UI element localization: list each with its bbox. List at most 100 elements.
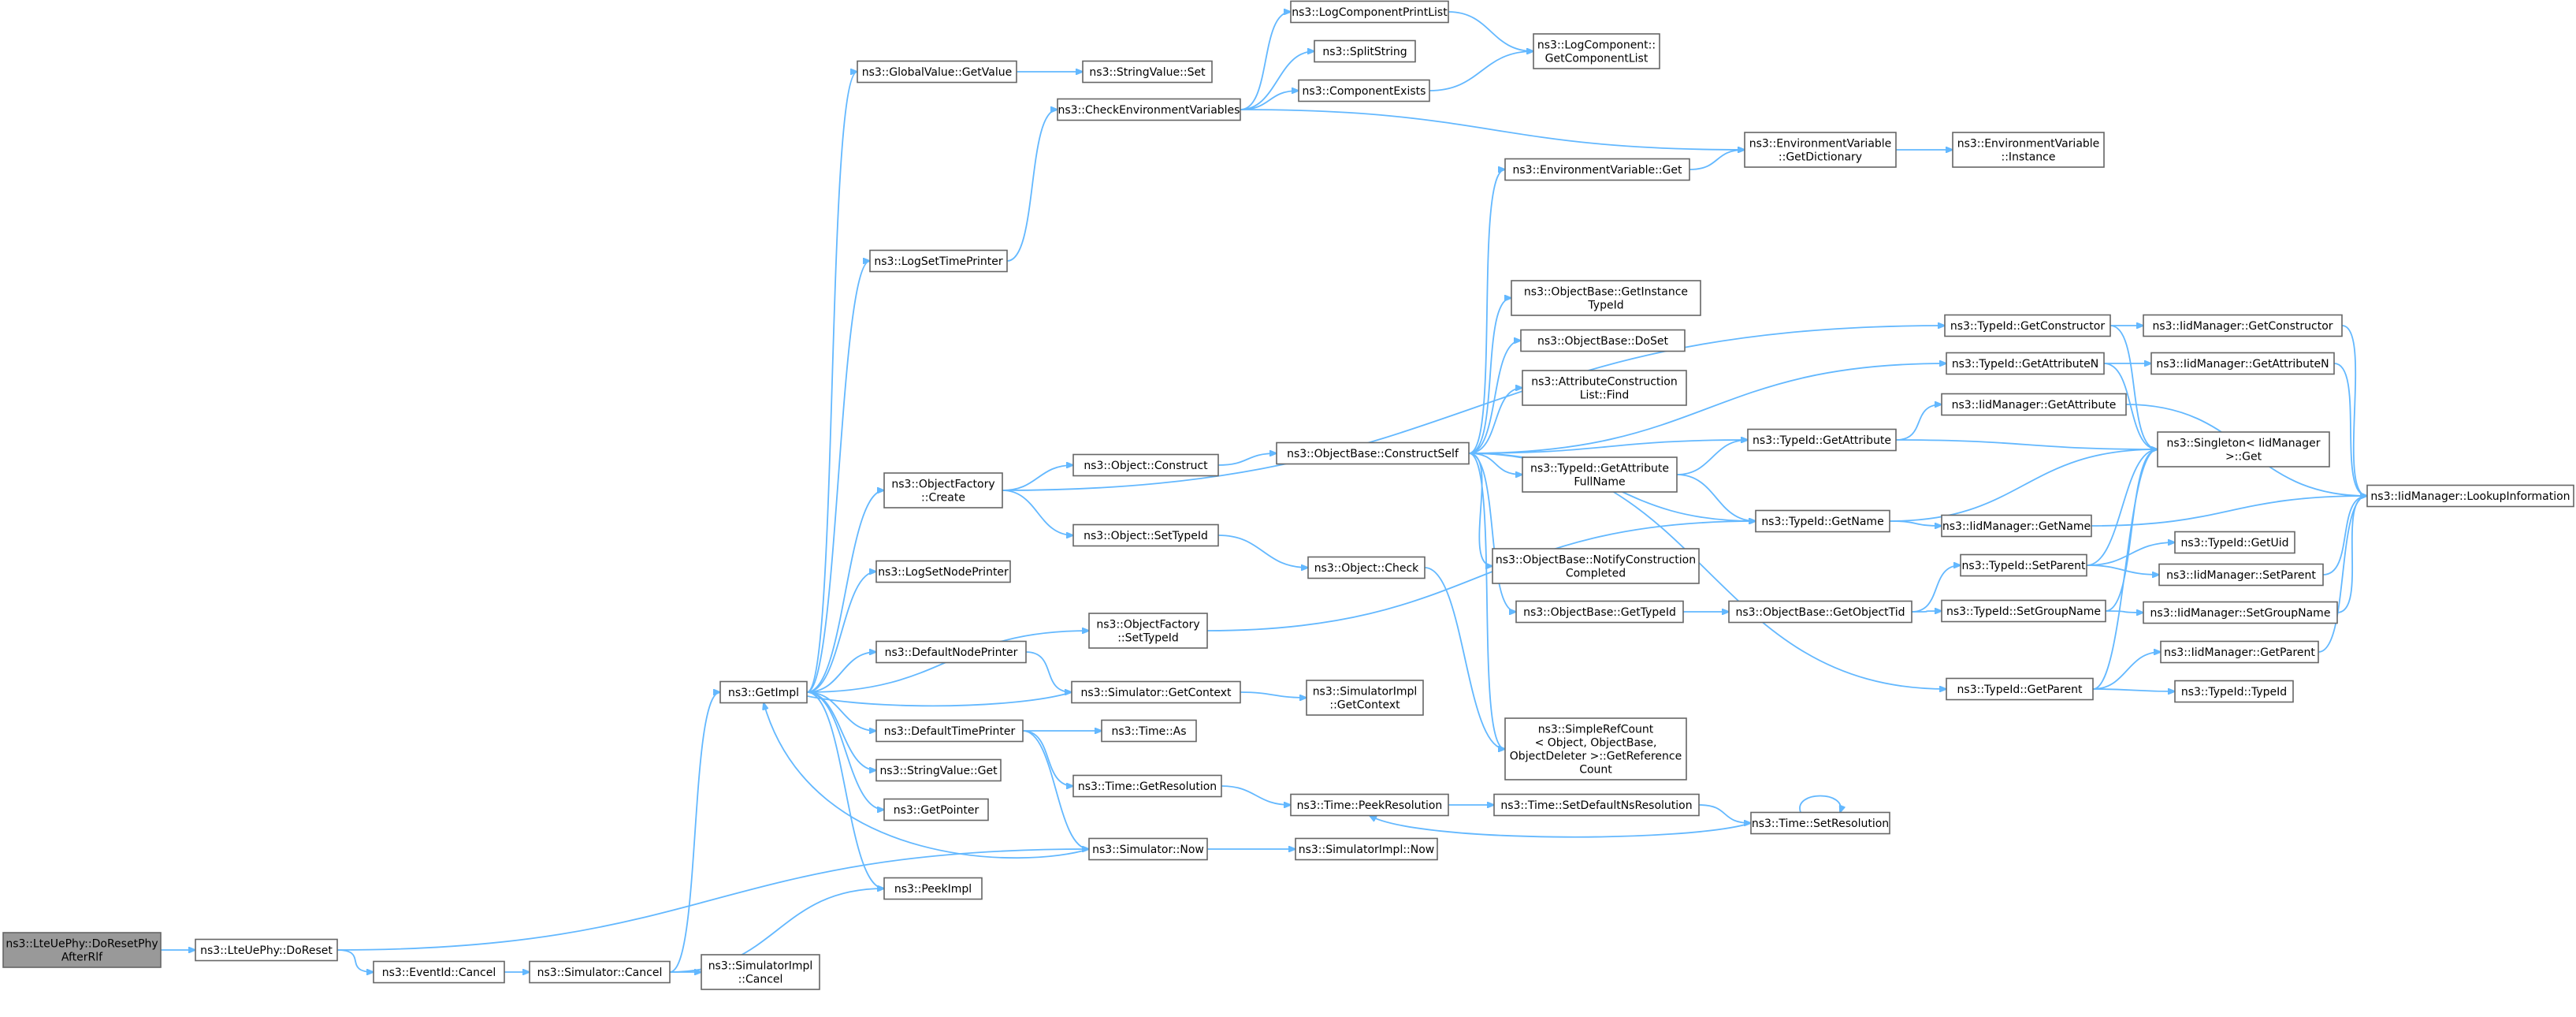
node-label: ns3::IidManager::GetName [1942,520,2091,533]
node-label: ns3::LogSetTimePrinter [874,255,1003,268]
node-label: ns3::SimpleRefCount [1538,723,1654,736]
node-obgettypeid[interactable]: ns3::ObjectBase::GetTypeId [1515,600,1684,624]
node-stringvalueset[interactable]: ns3::StringValue::Set [1082,60,1213,84]
node-getimpl[interactable]: ns3::GetImpl [719,680,808,704]
edge-simnow-to-getimpl [764,703,1090,859]
node-envget[interactable]: ns3::EnvironmentVariable::Get [1504,158,1690,181]
node-simimplnow[interactable]: ns3::SimulatorImpl::Now [1295,837,1438,861]
node-label: ns3::LogComponent:: [1537,39,1656,51]
node-tidgetuid[interactable]: ns3::TypeId::GetUid [2174,531,2295,554]
node-label: ns3::Object::Check [1314,562,1419,575]
node-obdoset[interactable]: ns3::ObjectBase::DoSet [1520,329,1686,352]
node-iidlookup[interactable]: ns3::IidManager::LookupInformation [2366,484,2574,508]
edge-doreset-to-simnow [336,849,1089,951]
node-label: ::GetDictionary [1779,151,1862,163]
node-tidgetname[interactable]: ns3::TypeId::GetName [1755,509,1890,533]
node-iidgetconstructor[interactable]: ns3::IidManager::GetConstructor [2143,314,2343,337]
node-getcomplist[interactable]: ns3::LogComponent::GetComponentList [1533,33,1660,69]
node-tidgetattrn[interactable]: ns3::TypeId::GetAttributeN [1946,352,2105,375]
node-box [1511,280,1701,316]
node-simimplcancel[interactable]: ns3::SimulatorImpl::Cancel [701,954,820,990]
node-globalvalueget[interactable]: ns3::GlobalValue::GetValue [857,60,1017,84]
node-label: ns3::ObjectBase::NotifyConstruction [1496,553,1696,566]
node-label: ns3::LteUePhy::DoReset [200,944,333,957]
node-obgetobjecttid[interactable]: ns3::ObjectBase::GetObjectTid [1728,600,1912,624]
node-iidgetname[interactable]: ns3::IidManager::GetName [1941,514,2092,538]
node-timesetdefault[interactable]: ns3::Time::SetDefaultNsResolution [1493,793,1700,817]
node-getpointer[interactable]: ns3::GetPointer [883,798,989,821]
node-tidtypeid[interactable]: ns3::TypeId::TypeId [2174,680,2294,703]
node-checkenv[interactable]: ns3::CheckEnvironmentVariables [1057,98,1241,121]
node-simimplgetcontext[interactable]: ns3::SimulatorImpl::GetContext [1306,680,1424,716]
node-defaultnodeprinter[interactable]: ns3::DefaultNodePrinter [875,640,1027,664]
node-objsettypeid[interactable]: ns3::Object::SetTypeId [1072,523,1219,547]
node-obconstructself[interactable]: ns3::ObjectBase::ConstructSelf [1276,441,1470,465]
node-tidgetconstructor[interactable]: ns3::TypeId::GetConstructor [1944,314,2111,337]
node-logcompprint[interactable]: ns3::LogComponentPrintList [1290,0,1449,24]
node-label: ns3::TypeId::GetUid [2180,537,2288,549]
edge-obconstructself-to-simplerefcount [1468,453,1505,749]
edge-iidgetconstructor-to-iidlookup [2341,325,2367,496]
node-label: ns3::Time::SetDefaultNsResolution [1500,799,1692,812]
node-compexists[interactable]: ns3::ComponentExists [1298,79,1430,102]
node-simgetcontext[interactable]: ns3::Simulator::GetContext [1071,680,1241,704]
node-envinstance[interactable]: ns3::EnvironmentVariable::Instance [1952,132,2105,168]
node-box [2160,640,2319,664]
node-stringvalueget[interactable]: ns3::StringValue::Get [875,758,1002,782]
node-defaulttimeprinter[interactable]: ns3::DefaultTimePrinter [875,719,1024,743]
node-box [1952,132,2105,168]
node-box [875,719,1024,743]
node-simplerefcount[interactable]: ns3::SimpleRefCount< Object, ObjectBase,… [1504,717,1687,780]
node-objconstruct[interactable]: ns3::Object::Construct [1072,453,1219,477]
node-label: List::Find [1580,389,1630,401]
node-timesetres[interactable]: ns3::Time::SetResolution [1750,811,1890,835]
node-ofsettypeid[interactable]: ns3::ObjectFactory::SetTypeId [1088,613,1208,649]
edge-obconstructself-to-obnotify [1468,453,1492,566]
node-box [1747,428,1897,452]
node-iidgetparent[interactable]: ns3::IidManager::GetParent [2160,640,2319,664]
node-tidsetparent[interactable]: ns3::TypeId::SetParent [1960,553,2087,577]
node-label: AfterRlf [61,951,103,963]
node-box [1101,719,1197,743]
node-splitstring[interactable]: ns3::SplitString [1314,39,1416,63]
node-obnotify[interactable]: ns3::ObjectBase::NotifyConstructionCompl… [1492,548,1700,584]
node-peekimpl[interactable]: ns3::PeekImpl [883,877,983,900]
node-timeas[interactable]: ns3::Time::As [1101,719,1197,743]
edge-obconstructself-to-obgettypeid [1468,453,1516,612]
edge-ofcreate-to-objsettypeid [1002,490,1073,535]
node-eventcancel[interactable]: ns3::EventId::Cancel [373,960,505,984]
node-timegetres[interactable]: ns3::Time::GetResolution [1072,774,1222,798]
node-label: ns3::EventId::Cancel [382,967,496,979]
node-tidgetparent[interactable]: ns3::TypeId::GetParent [1946,677,2094,701]
node-objcheck[interactable]: ns3::Object::Check [1307,556,1426,579]
node-logtimeprinter[interactable]: ns3::LogSetTimePrinter [869,249,1008,273]
node-box [869,249,1008,273]
node-doreset[interactable]: ns3::LteUePhy::DoReset [195,938,338,962]
node-label: Completed [1566,567,1626,579]
node-tidsetgroup[interactable]: ns3::TypeId::SetGroupName [1941,599,2106,623]
edge-getimpl-to-globalvalueget [806,72,857,693]
node-iidsetparent[interactable]: ns3::IidManager::SetParent [2158,563,2324,587]
node-tidgetattr[interactable]: ns3::TypeId::GetAttribute [1747,428,1897,452]
node-iidgetattrn[interactable]: ns3::IidManager::GetAttributeN [2150,352,2335,375]
node-box [1750,811,1890,835]
node-iidsetgroup[interactable]: ns3::IidManager::SetGroupName [2143,601,2338,624]
node-simnow[interactable]: ns3::Simulator::Now [1088,837,1208,861]
node-envgetdict[interactable]: ns3::EnvironmentVariable::GetDictionary [1744,132,1897,168]
node-box [857,60,1017,84]
edge-tidgetconstructor-to-singletonget [2109,325,2158,449]
node-simcancel[interactable]: ns3::Simulator::Cancel [529,960,671,984]
node-box [1941,393,2127,416]
node-singletonget[interactable]: ns3::Singleton< IidManager>::Get [2157,431,2330,468]
node-iidgetattr[interactable]: ns3::IidManager::GetAttribute [1941,393,2127,416]
node-timepeekres[interactable]: ns3::Time::PeekResolution [1290,793,1449,817]
node-ofcreate[interactable]: ns3::ObjectFactory::Create [883,472,1003,508]
node-lognodeprinter[interactable]: ns3::LogSetNodePrinter [875,560,1011,583]
node-box [1298,79,1430,102]
